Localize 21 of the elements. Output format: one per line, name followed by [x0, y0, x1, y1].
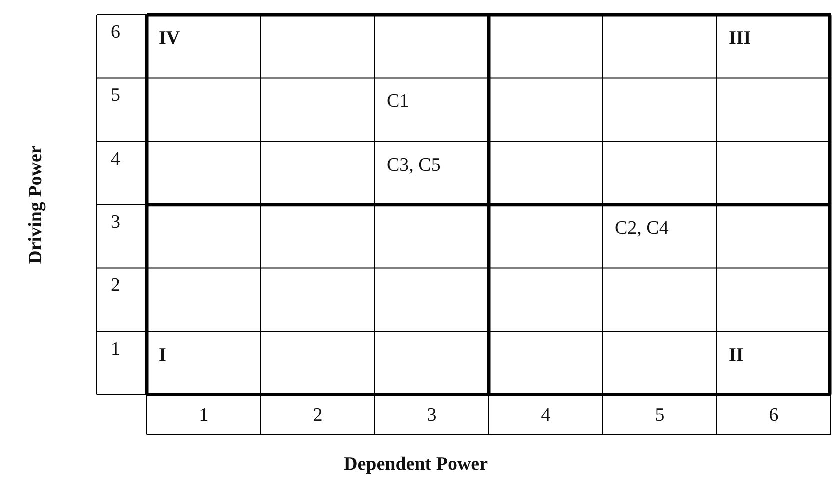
quadrant-label: II	[729, 346, 744, 364]
column-number: 4	[540, 406, 552, 425]
quadrant-label: IV	[159, 29, 180, 48]
row-number: 6	[111, 23, 120, 42]
quadrant-label: I	[159, 346, 166, 364]
factor-label: C2, C4	[615, 218, 669, 238]
column-number: 3	[426, 406, 438, 425]
factor-label: C1	[387, 92, 410, 112]
axis-title: Driving Power	[26, 146, 46, 264]
row-number: 2	[111, 276, 120, 296]
row-number: 1	[111, 340, 120, 358]
column-number: 1	[198, 406, 210, 425]
column-number: 5	[654, 406, 666, 425]
row-number: 4	[111, 150, 120, 169]
column-number: 6	[768, 406, 780, 425]
factor-label: C3, C5	[387, 156, 441, 175]
quadrant-label: III	[729, 29, 752, 48]
row-number: 5	[111, 86, 120, 106]
column-number: 2	[312, 406, 324, 425]
row-number: 3	[111, 212, 120, 232]
axis-title: Dependent Power	[344, 455, 488, 474]
